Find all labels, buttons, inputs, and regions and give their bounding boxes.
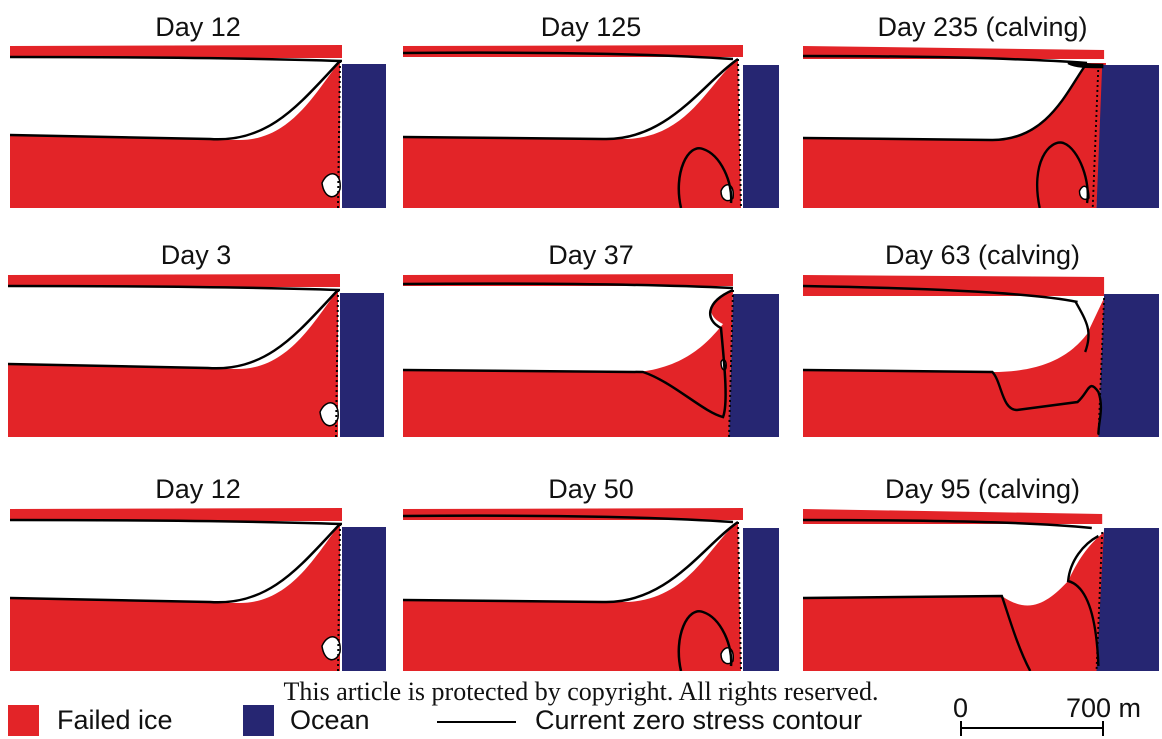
panel-title: Day 235 (calving) — [803, 14, 1162, 41]
ocean-region — [743, 65, 779, 208]
failed-ice-region — [803, 63, 1106, 208]
ice-shelf-diagram — [8, 272, 384, 437]
ocean-region — [342, 527, 386, 671]
contour-label: Current zero stress contour — [535, 707, 862, 734]
ice-shelf-diagram — [403, 43, 779, 208]
panel-title: Day 63 (calving) — [803, 242, 1162, 269]
ocean-region — [1097, 65, 1159, 208]
failed-ice-region — [8, 290, 338, 437]
failed-ice-region — [803, 532, 1104, 671]
panel-title: Day 125 — [403, 14, 779, 41]
failed-ice-label: Failed ice — [57, 707, 173, 734]
panel-2: Day 125 — [403, 0, 779, 210]
panel-title: Day 95 (calving) — [803, 476, 1162, 503]
copyright-notice: This article is protected by copyright. … — [0, 677, 1162, 707]
ocean-swatch — [243, 705, 274, 736]
contour-legend-line — [437, 721, 516, 723]
failed-ice-region — [403, 290, 733, 437]
ocean-label: Ocean — [290, 707, 370, 734]
panel-title: Day 37 — [403, 242, 779, 269]
panel-4: Day 3 — [8, 236, 384, 441]
panel-title: Day 3 — [8, 242, 384, 269]
ocean-region — [340, 293, 384, 437]
ice-shelf-diagram — [803, 272, 1159, 437]
failed-ice-region — [10, 524, 340, 671]
panel-1: Day 12 — [10, 0, 386, 210]
ocean-region — [1097, 528, 1159, 671]
ocean-region — [729, 294, 779, 437]
panel-title: Day 12 — [10, 14, 386, 41]
panel-5: Day 37 — [403, 236, 779, 441]
ice-shelf-diagram — [10, 43, 386, 208]
failed-ice-region — [803, 298, 1104, 437]
failed-ice-region — [403, 522, 741, 671]
failed-ice-thin-layer — [803, 275, 1104, 296]
ice-shelf-diagram — [803, 43, 1159, 208]
ice-shelf-diagram — [803, 506, 1159, 671]
panel-9: Day 95 (calving) — [803, 470, 1162, 675]
panel-title: Day 50 — [403, 476, 779, 503]
ocean-region — [743, 528, 779, 671]
ice-shelf-diagram — [403, 506, 779, 671]
failed-ice-thin-layer — [403, 508, 743, 520]
ice-shelf-diagram — [10, 506, 386, 671]
ocean-region — [342, 64, 386, 208]
panel-6: Day 63 (calving) — [803, 236, 1162, 441]
panel-7: Day 12 — [10, 470, 386, 675]
ice-shelf-diagram — [403, 272, 779, 437]
failed-ice-region — [403, 59, 741, 208]
failed-ice-swatch — [8, 705, 39, 736]
failed-ice-thin-layer — [403, 45, 743, 57]
failed-ice-region — [10, 61, 340, 208]
panel-title: Day 12 — [10, 476, 386, 503]
panel-8: Day 50 — [403, 470, 779, 675]
ocean-region — [1098, 294, 1159, 437]
scale-bar — [958, 718, 1108, 738]
panel-3: Day 235 (calving) — [803, 0, 1162, 210]
